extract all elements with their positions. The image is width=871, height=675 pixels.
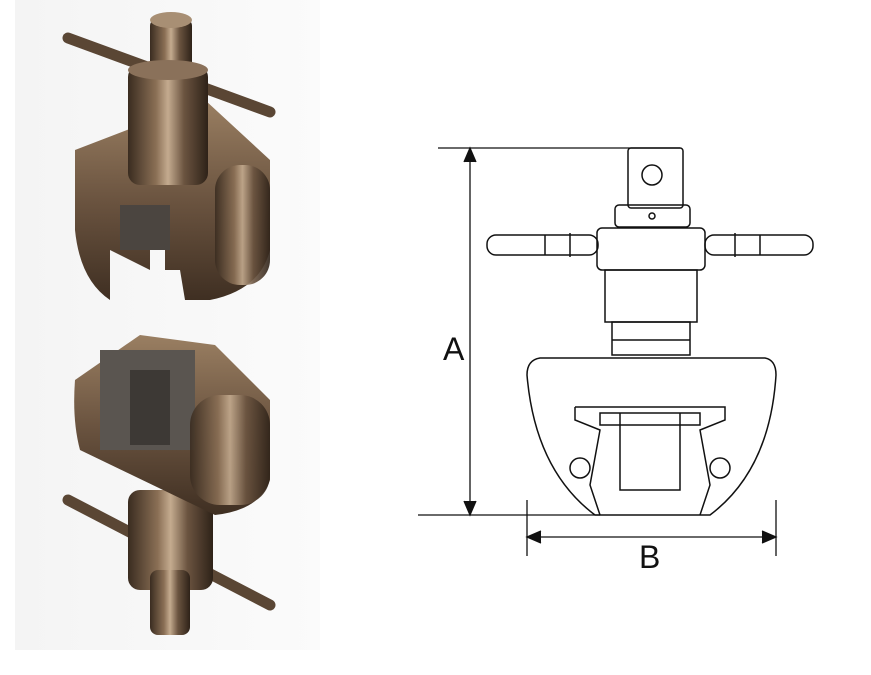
pin-hole bbox=[569, 457, 591, 479]
spindle bbox=[128, 490, 213, 590]
pin-hole bbox=[709, 457, 731, 479]
dimension-b bbox=[525, 500, 778, 556]
left-handle bbox=[486, 234, 599, 256]
upper-grip-render bbox=[62, 12, 276, 300]
grip-outline bbox=[486, 147, 814, 516]
spindle bbox=[128, 65, 208, 185]
dimension-b-label: B bbox=[639, 539, 661, 575]
dimension-a-label: A bbox=[443, 331, 465, 367]
right-handle bbox=[704, 234, 814, 256]
jaw-body-outline bbox=[526, 357, 777, 516]
dimension-a bbox=[418, 146, 680, 517]
lower-grip-render bbox=[62, 335, 276, 635]
